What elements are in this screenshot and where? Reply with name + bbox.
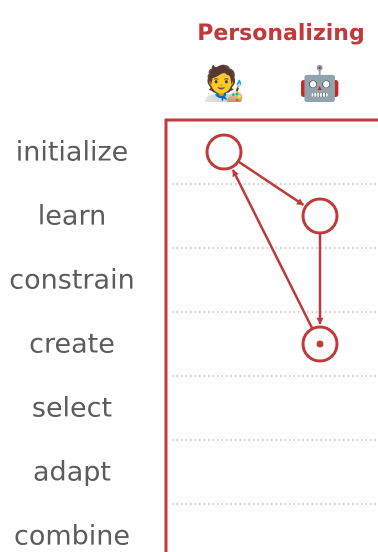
stage-label-constrain: constrain xyxy=(9,265,134,296)
stage-labels: initialize learn constrain create select adap… xyxy=(9,137,134,552)
flow-arrows xyxy=(231,160,324,329)
node-initialize xyxy=(205,133,243,171)
panel-frame xyxy=(164,118,378,552)
actor-icons: 🧑‍🎨 🤖 xyxy=(203,63,341,104)
stage-label-adapt: adapt xyxy=(33,457,111,488)
stage-label-initialize: initialize xyxy=(16,137,129,168)
arrow-initialize-to-learn xyxy=(238,160,305,206)
node-learn xyxy=(301,197,339,235)
stage-label-select: select xyxy=(32,393,112,424)
node-center-dot xyxy=(316,340,324,348)
artist-emoji-icon: 🧑‍🎨 xyxy=(203,63,246,104)
flow-nodes xyxy=(205,133,339,363)
arrow-create-to-initialize xyxy=(231,169,314,329)
row-divider-lines xyxy=(172,183,378,505)
stage-label-combine: combine xyxy=(14,521,130,552)
panel-title: Personalizing xyxy=(197,21,364,46)
robot-emoji-icon: 🤖 xyxy=(299,64,341,104)
stage-label-create: create xyxy=(29,329,115,360)
stage-label-learn: learn xyxy=(38,201,106,232)
